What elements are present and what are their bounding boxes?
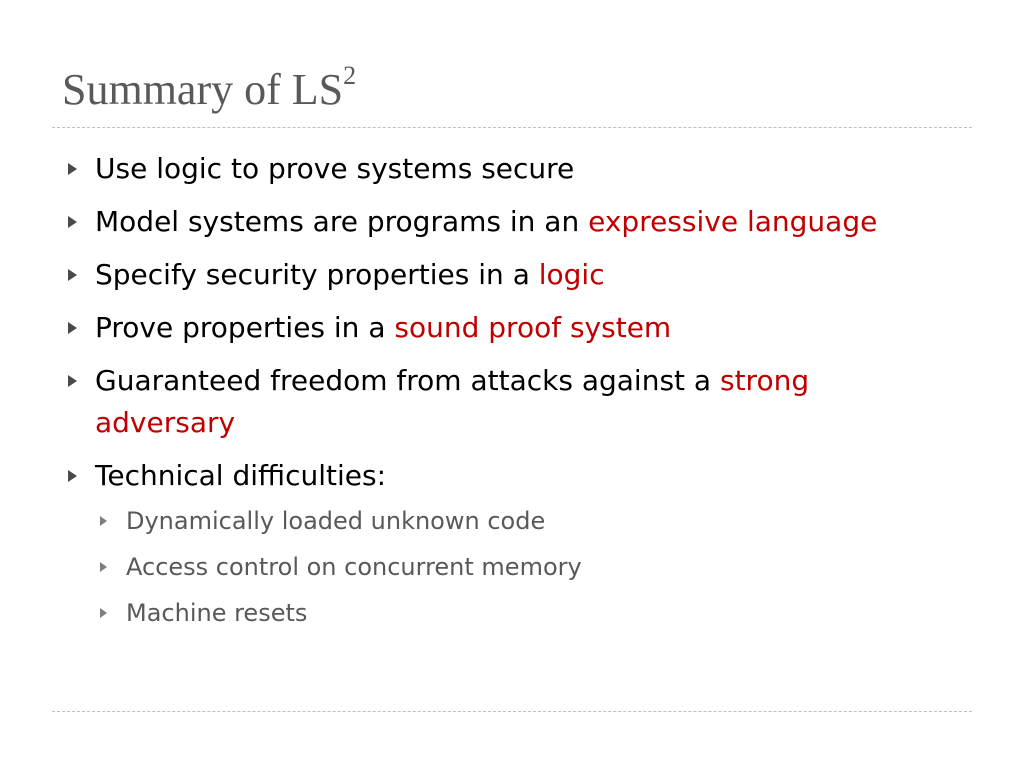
title-text: Summary of LS bbox=[62, 65, 344, 114]
triangle-right-icon bbox=[68, 269, 77, 281]
triangle-right-icon bbox=[68, 375, 77, 387]
triangle-right-icon bbox=[68, 216, 77, 228]
sub-bullet-item: Dynamically loaded unknown code bbox=[64, 504, 944, 538]
triangle-right-icon bbox=[100, 516, 107, 526]
bullet-text: Use logic to prove systems secure bbox=[95, 152, 575, 185]
sub-bullet-text: Machine resets bbox=[126, 599, 308, 627]
bullet-item: Specify security properties in a logic bbox=[64, 254, 944, 296]
bullet-item: Technical difficulties: bbox=[64, 455, 944, 497]
bullet-highlight: strong adversary bbox=[95, 364, 810, 439]
bullet-highlight: sound proof system bbox=[394, 311, 672, 344]
sub-bullet-item: Access control on concurrent memory bbox=[64, 550, 944, 584]
bullet-text: Technical difficulties: bbox=[95, 459, 387, 492]
triangle-right-icon bbox=[100, 562, 107, 572]
triangle-right-icon bbox=[68, 322, 77, 334]
bullet-text: Prove properties in a bbox=[95, 311, 395, 344]
sub-bullet-item: Machine resets bbox=[64, 596, 944, 630]
bullet-item: Use logic to prove systems secure bbox=[64, 148, 944, 190]
triangle-right-icon bbox=[68, 163, 77, 175]
triangle-right-icon bbox=[100, 608, 107, 618]
title-divider bbox=[52, 127, 972, 128]
bullet-list: Use logic to prove systems secure Model … bbox=[64, 148, 944, 642]
bullet-text: Guaranteed freedom from attacks against … bbox=[95, 364, 720, 397]
bullet-text: Model systems are programs in an bbox=[95, 205, 589, 238]
triangle-right-icon bbox=[68, 470, 77, 482]
sub-bullet-text: Dynamically loaded unknown code bbox=[126, 507, 546, 535]
sub-bullet-text: Access control on concurrent memory bbox=[126, 553, 582, 581]
footer-divider bbox=[52, 711, 972, 712]
bullet-item: Model systems are programs in an express… bbox=[64, 201, 944, 243]
slide-title: Summary of LS2 bbox=[62, 62, 356, 114]
bullet-text: Specify security properties in a bbox=[95, 258, 539, 291]
bullet-item: Guaranteed freedom from attacks against … bbox=[64, 360, 944, 444]
bullet-item: Prove properties in a sound proof system bbox=[64, 307, 944, 349]
bullet-highlight: logic bbox=[538, 258, 605, 291]
bullet-highlight: expressive language bbox=[588, 205, 878, 238]
title-superscript: 2 bbox=[343, 61, 357, 91]
